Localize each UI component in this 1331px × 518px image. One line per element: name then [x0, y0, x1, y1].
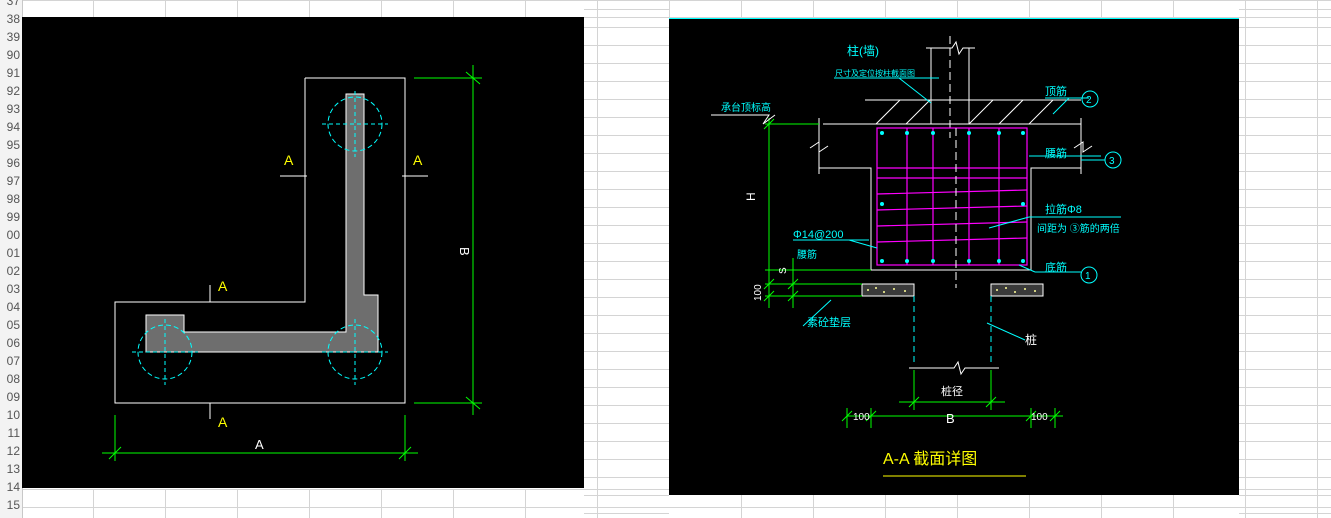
row-number[interactable]: 00 [6, 228, 20, 242]
row-number[interactable]: 01 [6, 246, 20, 260]
row-number[interactable]: 92 [6, 84, 20, 98]
row-number[interactable]: 91 [6, 66, 20, 80]
section-label-a2: A [413, 152, 423, 168]
tie-bar-label: 拉筋Φ8 [1045, 202, 1082, 216]
waist-bar-spec: Φ14@200 [793, 229, 844, 241]
row-number[interactable]: 96 [6, 156, 20, 170]
row-number[interactable]: 12 [6, 444, 20, 458]
row-number[interactable]: 10 [6, 408, 20, 422]
dim-height-label: B [457, 247, 472, 256]
bottom-bar-label: 底筋 [1045, 260, 1067, 274]
row-number[interactable]: 93 [6, 102, 20, 116]
row-number[interactable]: 97 [6, 174, 20, 188]
waist-bar-label: 腰筋 [1045, 146, 1067, 160]
dim-left-100: 100 [853, 412, 870, 423]
height-label: H [744, 192, 758, 201]
row-number[interactable]: 13 [6, 462, 20, 476]
plan-view-svg: A A A A B A [102, 65, 482, 461]
column-note: 尺寸及定位按柱截面图 [835, 68, 915, 78]
row-number[interactable]: 07 [6, 354, 20, 368]
callout-3: 3 [1109, 156, 1115, 167]
dim-width-label: A [255, 437, 264, 452]
pile-outline [913, 296, 992, 366]
row-number[interactable]: 90 [6, 48, 20, 62]
row-number[interactable]: 05 [6, 318, 20, 332]
row-number[interactable]: 02 [6, 264, 20, 278]
row-header: 37 38 39 90 91 92 93 94 95 96 97 98 99 00 01 02 03 04 05 06… [0, 0, 23, 518]
section-label-a1: A [284, 152, 294, 168]
waist-bar-side-label: 腰筋 [797, 248, 817, 261]
row-number[interactable]: 99 [6, 210, 20, 224]
row-number[interactable]: 03 [6, 282, 20, 296]
row-number[interactable]: 94 [6, 120, 20, 134]
tie-beam [145, 93, 379, 353]
row-number[interactable]: 09 [6, 390, 20, 404]
section-title: A-A 截面详图 [883, 450, 977, 468]
callout-2: 2 [1086, 95, 1092, 106]
pad-label: 素砼垫层 [807, 315, 851, 329]
dim-right-100: 100 [1031, 412, 1048, 423]
row-number[interactable]: 04 [6, 300, 20, 314]
column-label: 柱(墙) [847, 43, 879, 58]
section-label-a4: A [218, 414, 228, 430]
row-number[interactable]: 15 [6, 498, 20, 512]
cap-outline [114, 77, 406, 404]
tie-spacing-label: 间距为 ③筋的两倍 [1037, 222, 1120, 235]
row-number[interactable]: 11 [7, 426, 20, 440]
top-elevation-label: 承台顶标高 [721, 101, 771, 114]
concrete-pads [861, 283, 1044, 297]
row-number[interactable]: 08 [6, 372, 20, 386]
dim-b: B [946, 411, 955, 426]
top-bar-label: 顶筋 [1045, 84, 1067, 98]
row-number[interactable]: 37 [6, 0, 20, 8]
section-view-drawing: 柱(墙) 尺寸及定位按柱截面图 承台顶标高 顶筋 腰筋 拉筋Φ8 间距为 ③筋的… [669, 18, 1239, 495]
pile-diameter-label: 桩径 [941, 384, 963, 398]
plan-view-drawing: A A A A B A [22, 17, 584, 488]
pad-thickness-label: 100 [753, 284, 764, 301]
cover-label: S [778, 267, 789, 274]
row-number[interactable]: 95 [6, 138, 20, 152]
row-number[interactable]: 38 [6, 12, 20, 26]
row-number[interactable]: 14 [6, 480, 20, 494]
row-number[interactable]: 39 [6, 30, 20, 44]
callout-1: 1 [1085, 271, 1091, 282]
pile-label: 桩 [1025, 332, 1037, 347]
row-number[interactable]: 06 [6, 336, 20, 350]
section-label-a3: A [218, 278, 228, 294]
section-view-svg: 柱(墙) 尺寸及定位按柱截面图 承台顶标高 顶筋 腰筋 拉筋Φ8 间距为 ③筋的… [669, 18, 1239, 477]
row-number[interactable]: 98 [6, 192, 20, 206]
